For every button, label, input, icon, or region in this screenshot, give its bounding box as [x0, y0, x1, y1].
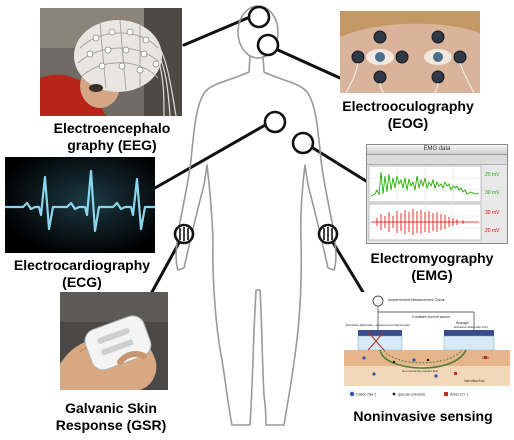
label-eog-line1: Electrooculography [342, 98, 474, 114]
label-emg: Electromyography (EMG) [371, 250, 494, 284]
sensor-eeg [247, 5, 271, 29]
sensing-electrode-left: Extraction Electrode + Measurement Elect… [346, 323, 410, 327]
connector-gsr [150, 239, 182, 294]
sensing-legend-anion: Anion (Cl⁻) [450, 393, 468, 397]
emg-window-title: EMG data [423, 146, 451, 152]
label-gsr-line1: Galvanic Skin [65, 400, 157, 416]
sensing-electrode-right: Extraction Electrode Only [454, 325, 488, 329]
label-gsr-line2: Response (GSR) [55, 417, 167, 433]
sensor-sensing [317, 223, 339, 245]
label-eog-line2: (EOG) [387, 115, 429, 131]
emg-window: EMG data 20 mV 30 mV [366, 144, 508, 244]
sensor-ecg [263, 110, 287, 134]
ecg-photo [5, 157, 155, 253]
emg-value-2: 30 mV [485, 190, 500, 196]
gsr-photo [60, 292, 168, 390]
emg-green-trace [370, 171, 480, 197]
emg-window-titlebar: EMG data [367, 145, 507, 155]
emg-value-4: 20 mV [485, 228, 500, 234]
sensor-emg [291, 131, 315, 155]
label-ecg-line2: (ECG) [62, 274, 102, 290]
label-sensing-text: Noninvasive sensing [353, 408, 493, 424]
emg-value-3: 30 mV [485, 210, 500, 216]
label-eeg-line1: Electroencephalo [53, 120, 171, 136]
sensing-legend-cation: Cation (Na⁺) [356, 393, 376, 397]
label-ecg-line1: Electrocardiography [13, 257, 151, 273]
label-sensing: Noninvasive sensing [353, 408, 492, 425]
connector-eog [276, 48, 342, 80]
connector-sensing [330, 239, 368, 299]
sensing-flow-label: Net convective solvent flow [402, 369, 439, 373]
sensing-diagram: Amperometric Measurement Circuit Constan… [344, 292, 510, 404]
sensor-eog [256, 33, 280, 57]
eeg-photo [40, 8, 182, 116]
ecg-trace [5, 169, 155, 233]
connector-ecg [153, 122, 269, 190]
body-silhouette [175, 5, 337, 426]
emg-red-trace [371, 209, 479, 235]
label-gsr: Galvanic Skin Response (GSR) [56, 400, 166, 434]
connector-lines [150, 15, 368, 299]
sensing-circuit-title: Amperometric Measurement Circuit [388, 298, 445, 302]
sensor-gsr [173, 223, 195, 245]
label-eog: Electrooculography (EOG) [342, 98, 473, 132]
label-eeg-line2: graphy (EEG) [67, 137, 157, 153]
sensing-interstitial-label: Interstitial fluid [464, 379, 485, 383]
emg-toolbar [367, 155, 507, 165]
emg-value-1: 20 mV [485, 172, 500, 178]
connector-emg [311, 146, 368, 183]
label-eeg: Electroencephalo graphy (EEG) [54, 120, 171, 154]
sensing-source-label: Constant current source [412, 315, 450, 319]
label-ecg: Electrocardiography (ECG) [14, 257, 150, 291]
label-emg-line1: Electromyography [370, 250, 494, 266]
sensing-legend-glucose: glucose (neutral) [398, 393, 425, 397]
label-emg-line2: (EMG) [411, 267, 453, 283]
sensor-circles [173, 5, 339, 245]
sensing-gel-label: Hydrogel [456, 321, 469, 325]
eog-photo [340, 11, 480, 93]
